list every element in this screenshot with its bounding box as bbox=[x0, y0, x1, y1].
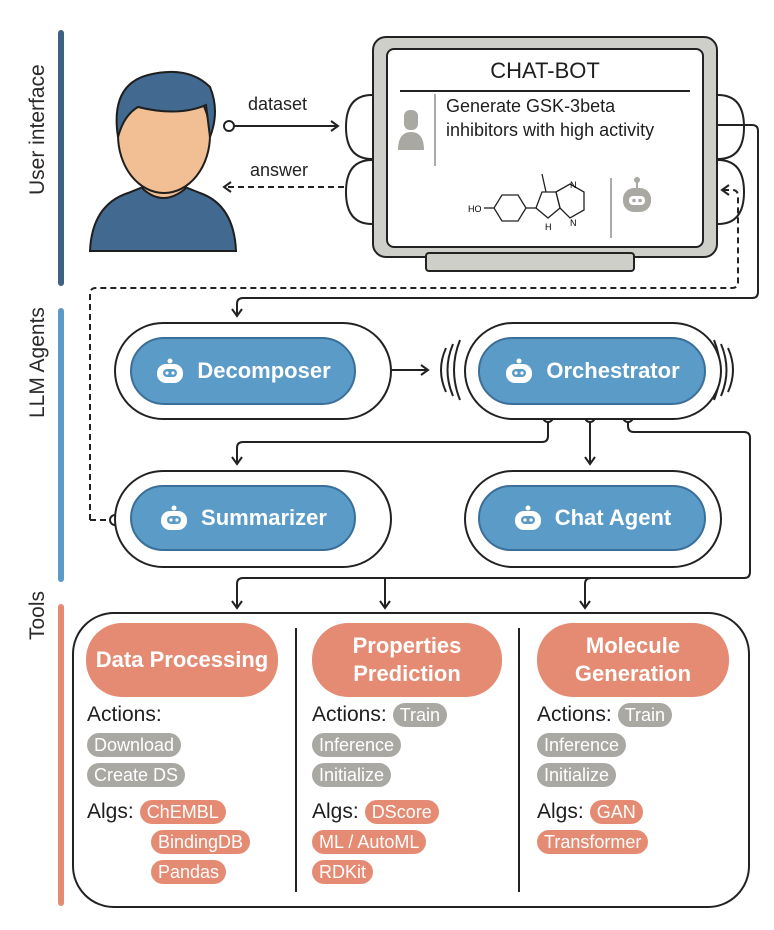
action-chip: Train bbox=[392, 703, 448, 727]
agent-summarizer[interactable]: Summarizer bbox=[130, 485, 356, 551]
chatbot-title: CHAT-BOT bbox=[490, 58, 600, 83]
svg-text:H: H bbox=[545, 222, 552, 232]
agent-label: Chat Agent bbox=[554, 505, 672, 530]
actions-label: Actions: bbox=[312, 703, 387, 726]
tool-molecule-generation[interactable]: Molecule Generation bbox=[537, 623, 729, 697]
monitor-stand bbox=[425, 252, 635, 272]
action-chip: Initialize bbox=[537, 763, 617, 787]
robot-icon bbox=[506, 358, 533, 383]
user-icon bbox=[398, 110, 424, 150]
actions-label: Actions: bbox=[87, 703, 162, 726]
agent-label: Decomposer bbox=[197, 358, 331, 383]
tool-properties-prediction[interactable]: Properties Prediction bbox=[312, 623, 502, 697]
alg-chip: RDKit bbox=[312, 860, 374, 884]
molecule-structure-icon: HO H N N bbox=[468, 173, 585, 232]
section-bar-agents bbox=[58, 308, 64, 582]
agent-label: Orchestrator bbox=[546, 358, 680, 383]
section-bar-tools bbox=[58, 604, 64, 906]
action-chip: Initialize bbox=[312, 763, 392, 787]
answer-label: answer bbox=[250, 160, 309, 180]
alg-chip: Transformer bbox=[537, 830, 649, 854]
robot-icon bbox=[157, 358, 184, 383]
algs-label: Algs: bbox=[537, 800, 584, 823]
alg-chip: BindingDB bbox=[151, 830, 251, 854]
user-message: Generate GSK-3beta inhibitors with high … bbox=[446, 96, 655, 140]
agent-orchestrator[interactable]: Orchestrator bbox=[478, 337, 706, 405]
algs-label: Algs: bbox=[87, 800, 134, 823]
tool-details-properties-prediction: Actions:Train Inference Initialize Algs:… bbox=[312, 700, 448, 887]
alg-chip: ML / AutoML bbox=[312, 830, 427, 854]
action-chip: Inference bbox=[312, 733, 402, 757]
action-chip: Train bbox=[617, 703, 673, 727]
action-chip: Download bbox=[87, 733, 182, 757]
section-bar-ui bbox=[58, 30, 64, 286]
alg-chip: GAN bbox=[589, 800, 643, 824]
alg-chip: Pandas bbox=[151, 860, 227, 884]
chat-screen: CHAT-BOT Generate GSK-3beta inhibitors w… bbox=[386, 48, 704, 248]
robot-icon bbox=[161, 505, 188, 530]
dataset-label: dataset bbox=[248, 94, 308, 114]
user-avatar-icon bbox=[88, 70, 238, 252]
tool-details-data-processing: Actions: Download Create DS Algs:ChEMBL … bbox=[87, 700, 251, 887]
agent-chat[interactable]: Chat Agent bbox=[478, 485, 706, 551]
svg-text:N: N bbox=[570, 180, 577, 190]
svg-text:N: N bbox=[570, 218, 577, 228]
alg-chip: DScore bbox=[364, 800, 439, 824]
algs-label: Algs: bbox=[312, 800, 359, 823]
tool-details-molecule-generation: Actions:Train Inference Initialize Algs:… bbox=[537, 700, 673, 857]
tools-frame bbox=[72, 612, 750, 908]
divider bbox=[518, 628, 520, 892]
agent-decomposer[interactable]: Decomposer bbox=[130, 337, 356, 405]
action-chip: Create DS bbox=[87, 763, 186, 787]
tool-data-processing[interactable]: Data Processing bbox=[86, 623, 278, 697]
robot-icon bbox=[623, 177, 651, 212]
alg-chip: ChEMBL bbox=[139, 800, 226, 824]
action-chip: Inference bbox=[537, 733, 627, 757]
actions-label: Actions: bbox=[537, 703, 612, 726]
svg-text:HO: HO bbox=[468, 204, 482, 214]
robot-icon bbox=[514, 505, 541, 530]
agent-label: Summarizer bbox=[201, 505, 327, 530]
divider bbox=[295, 628, 297, 892]
